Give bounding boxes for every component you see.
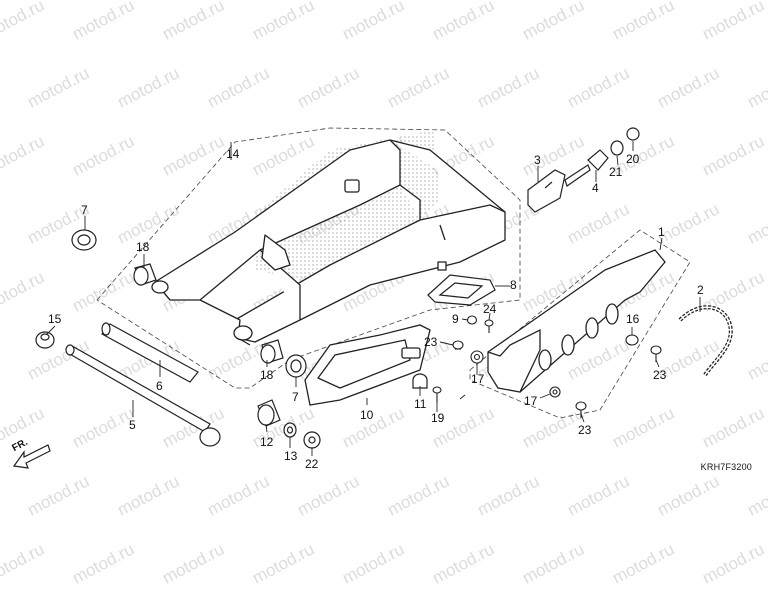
callout-23-a: 23	[424, 335, 438, 349]
callout-9: 9	[452, 312, 459, 326]
callout-19: 19	[431, 411, 445, 425]
chain-slider-10	[304, 324, 431, 406]
callout-7-lower: 7	[292, 390, 299, 404]
pivot-collar-6	[101, 322, 199, 383]
callout-1: 1	[658, 225, 665, 239]
washer-9	[466, 315, 478, 325]
assembly-outline-1	[469, 229, 691, 419]
pivot-bolt-5	[65, 344, 221, 447]
callout-3: 3	[534, 153, 541, 167]
callout-23-c: 23	[653, 368, 667, 382]
callout-10: 10	[360, 408, 374, 422]
callout-13: 13	[284, 449, 298, 463]
callout-8: 8	[510, 278, 517, 292]
adjuster-3	[527, 169, 566, 213]
assembly-outline-14	[96, 127, 521, 389]
callout-18-upper: 18	[136, 240, 150, 254]
screw-19	[432, 386, 442, 403]
callout-16: 16	[626, 312, 640, 326]
callout-21: 21	[609, 165, 623, 179]
nut-15	[35, 331, 55, 349]
callout-17-b: 17	[524, 394, 538, 408]
callout-4: 4	[592, 181, 599, 195]
collar-17-a	[470, 350, 484, 364]
callout-14: 14	[226, 147, 240, 161]
bushing-18-lower	[260, 339, 284, 364]
guide-11	[412, 373, 428, 389]
front-arrow-icon	[12, 444, 51, 469]
bushing-7-upper	[71, 229, 97, 251]
bolt-23-c	[650, 345, 662, 362]
lock-nut-21	[610, 140, 624, 156]
nut-22	[303, 431, 321, 449]
diagram-code: KRH7F3200	[700, 462, 752, 472]
bolt-23-b	[575, 401, 587, 418]
callout-12: 12	[260, 435, 274, 449]
bushing-18-upper	[133, 263, 157, 286]
leader-lines	[46, 141, 701, 456]
diagram-drawing	[12, 127, 733, 469]
callout-20: 20	[626, 152, 640, 166]
callout-24: 24	[483, 302, 497, 316]
callout-18-lower: 18	[260, 368, 274, 382]
callout-6: 6	[156, 379, 163, 393]
callout-7-upper: 7	[81, 203, 88, 217]
swingarm	[151, 139, 506, 346]
callout-23-b: 23	[578, 423, 592, 437]
chain-case-1	[487, 249, 666, 393]
adjusting-bolt-4	[564, 149, 609, 187]
washer-13	[283, 422, 297, 438]
collar-17-b	[549, 386, 561, 398]
drive-chain-2	[678, 305, 733, 377]
callout-2: 2	[697, 283, 704, 297]
bolt-23-a	[452, 340, 464, 350]
callout-17-a: 17	[471, 372, 485, 386]
callout-22: 22	[305, 457, 319, 471]
bolt-24	[484, 319, 494, 333]
collar-12	[257, 399, 281, 427]
callout-15: 15	[48, 312, 62, 326]
collar-16	[625, 334, 639, 346]
nut-20	[626, 127, 640, 141]
callout-5: 5	[129, 418, 136, 432]
bushing-7-lower	[285, 354, 307, 378]
callout-11: 11	[414, 397, 427, 411]
plate-8	[427, 274, 496, 306]
